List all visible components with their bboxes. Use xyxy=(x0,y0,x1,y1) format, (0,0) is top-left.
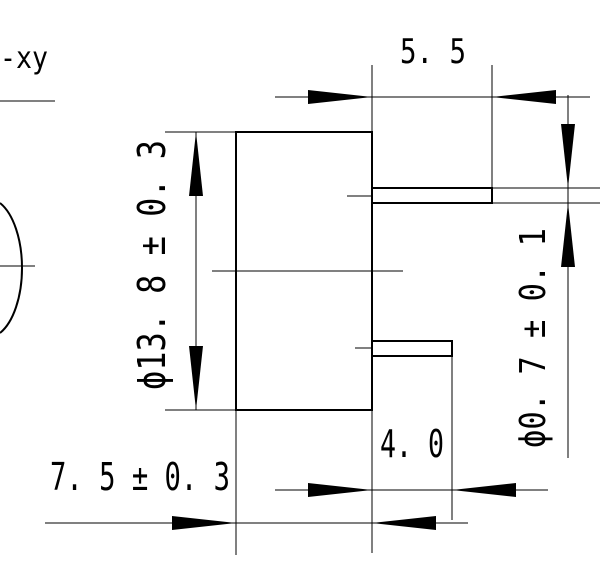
pin-upper xyxy=(371,187,493,204)
arrow-height-right xyxy=(372,516,436,530)
dim-body-diameter-label: ϕ13. 8 ± 0. 3 xyxy=(130,140,174,390)
arrow-top-right xyxy=(492,90,556,104)
arrow-pin-bottom xyxy=(561,203,575,267)
arrow-spacing-left xyxy=(308,483,372,497)
arrow-pin-top xyxy=(561,124,575,188)
arrow-body-top xyxy=(189,132,203,196)
dim-pin-diameter-label: ϕ0. 7 ± 0. 1 xyxy=(513,228,554,448)
arrow-body-bottom xyxy=(189,346,203,410)
pin-lower xyxy=(371,340,453,357)
arrow-height-left xyxy=(172,516,236,530)
arrow-spacing-right xyxy=(452,483,516,497)
arrow-top-left xyxy=(308,90,372,104)
dim-pin-spacing-label: 4. 0 xyxy=(380,422,444,466)
dim-top-width-label: 5. 5 xyxy=(400,32,466,72)
dim-body-height-label: 7. 5 ± 0. 3 xyxy=(50,455,230,499)
corner-label: -xy xyxy=(0,41,48,76)
front-view-circle-arc xyxy=(0,202,24,334)
